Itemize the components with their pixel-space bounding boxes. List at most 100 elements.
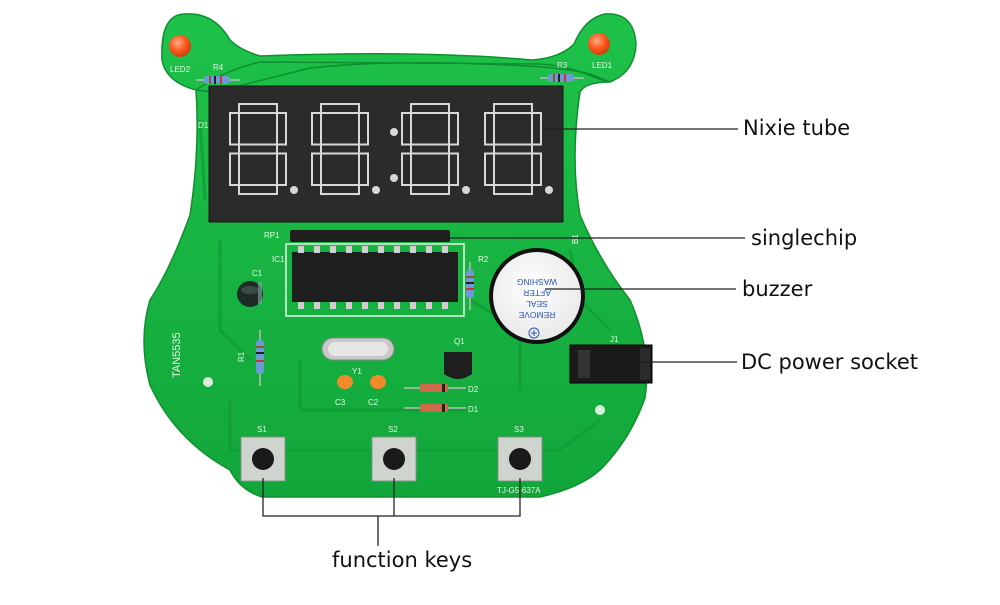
callout-lines (262, 128, 745, 546)
key-module-label: TJ-G5-637A (497, 486, 541, 495)
capacitor-c3 (337, 375, 353, 389)
ic-pin (394, 302, 400, 309)
resistor-r1 (256, 330, 264, 386)
digit-1-segment-7 (276, 152, 287, 186)
capacitor-c1 (237, 281, 263, 307)
digit-2-decimal-point (372, 186, 380, 194)
singlechip-ic1 (285, 243, 465, 317)
resistor-r2 (466, 262, 474, 310)
switch-button[interactable] (509, 448, 531, 470)
callout-singlechip: singlechip (751, 226, 858, 250)
buzzer-text-line1: REMOVE (518, 310, 555, 320)
transistor-q1 (444, 352, 472, 379)
r2-label: R2 (478, 255, 489, 264)
digit-3-decimal-point (462, 186, 470, 194)
function-key-s2[interactable]: S2 (371, 425, 417, 482)
digit-1-decimal-point (290, 186, 298, 194)
ic1-label: IC1 (272, 255, 285, 264)
buzzer-text-line3: AFTER (523, 288, 551, 298)
mount-hole-left (203, 377, 213, 387)
function-keys-bracket (262, 478, 521, 517)
buzzer-b1: REMOVE SEAL AFTER WASHING (489, 248, 585, 344)
ic-pin (314, 246, 320, 253)
led1-label: LED1 (592, 61, 613, 70)
callout-nixie-tube: Nixie tube (743, 116, 851, 140)
digit-2-segment-5 (358, 112, 369, 146)
callout-function-keys: function keys (332, 548, 473, 572)
switch-button[interactable] (252, 448, 274, 470)
digit-4-segment-1 (493, 103, 533, 114)
ic-pin (410, 302, 416, 309)
display-label: D1 (198, 121, 209, 130)
ic-pin (330, 302, 336, 309)
r1-label: R1 (237, 351, 246, 362)
r4-label: R4 (213, 63, 224, 72)
ic-pin (314, 302, 320, 309)
resistor-r4 (196, 76, 240, 84)
y1-label: Y1 (352, 367, 362, 376)
display-digits (229, 103, 553, 195)
digit-4-segment-6 (484, 152, 495, 186)
resistor-pack-rp1 (290, 230, 450, 242)
ic-pin (346, 246, 352, 253)
digit-2-segment-3 (320, 184, 360, 195)
s1-label: S1 (257, 425, 267, 434)
function-key-s3[interactable]: S3 (497, 425, 543, 482)
led2-label: LED2 (170, 65, 191, 74)
digit-1-segment-6 (229, 152, 240, 186)
s2-label: S2 (388, 425, 398, 434)
ic-pin (378, 246, 384, 253)
ic-pin (426, 246, 432, 253)
digit-2-segment-4 (311, 112, 322, 146)
c3-label: C3 (335, 398, 346, 407)
ic-pin (298, 246, 304, 253)
c1-label: C1 (252, 269, 263, 278)
function-key-s1[interactable]: S1 (240, 425, 286, 482)
colon-dot-top (390, 128, 398, 136)
d1-label: D1 (468, 405, 479, 414)
callout-buzzer: buzzer (742, 277, 813, 301)
board-model-label: TAN5535 (171, 332, 183, 378)
d2-label: D2 (468, 385, 479, 394)
q1-label: Q1 (454, 337, 465, 346)
digit-1-segment-2 (238, 143, 278, 155)
digit-1-segment-4 (229, 112, 240, 146)
mount-hole-right (595, 405, 605, 415)
digit-4-segment-7 (531, 152, 542, 186)
ic-pin (410, 246, 416, 253)
digit-4 (484, 103, 553, 195)
digit-3-segment-2 (410, 143, 450, 155)
digit-3-segment-5 (448, 112, 459, 146)
s3-label: S3 (514, 425, 524, 434)
digit-4-segment-4 (484, 112, 495, 146)
crystal-y1 (321, 337, 395, 361)
r3-label: R3 (557, 61, 568, 70)
digit-4-segment-5 (531, 112, 542, 146)
ic-pin (330, 246, 336, 253)
ic-pin (362, 302, 368, 309)
digit-2-segment-6 (311, 152, 322, 186)
digit-2-segment-1 (320, 103, 360, 114)
digit-2 (311, 103, 380, 195)
ic-pin (442, 302, 448, 309)
switch-button[interactable] (383, 448, 405, 470)
digit-1-segment-1 (238, 103, 278, 114)
callout-dc-power-socket: DC power socket (741, 350, 918, 374)
ic-pin (298, 302, 304, 309)
ic-pin (442, 246, 448, 253)
digit-3-segment-1 (410, 103, 450, 114)
colon-dot-bottom (390, 174, 398, 182)
ic-pin (378, 302, 384, 309)
j1-label: J1 (610, 335, 619, 344)
diode-d2 (404, 384, 466, 392)
c2-label: C2 (368, 398, 379, 407)
digit-2-segment-7 (358, 152, 369, 186)
digit-1-segment-3 (238, 184, 278, 195)
capacitor-c2 (370, 375, 386, 389)
digit-3-segment-4 (401, 112, 412, 146)
buzzer-text-line4: WASHING (517, 277, 557, 287)
led2 (169, 35, 191, 57)
ic-pin (362, 246, 368, 253)
digit-2-segment-2 (320, 143, 360, 155)
